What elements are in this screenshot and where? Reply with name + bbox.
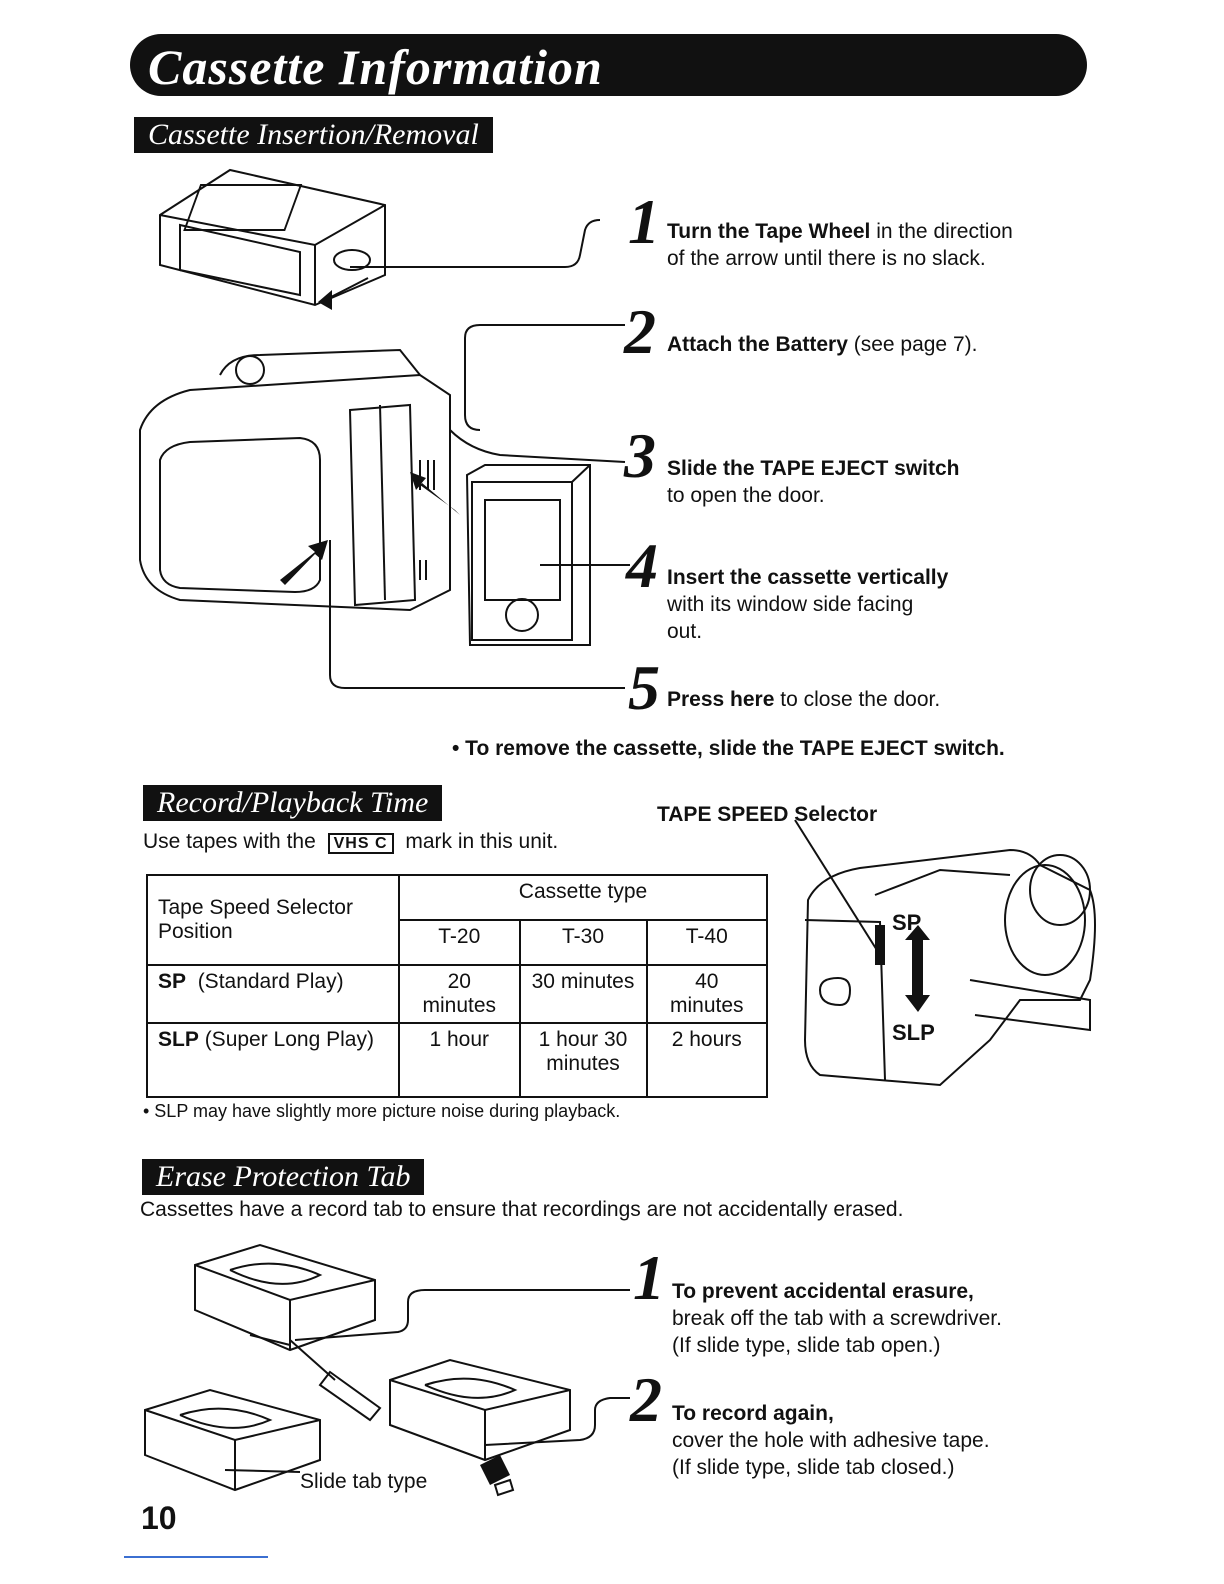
- erase-step-2-line3: (If slide type, slide tab closed.): [672, 1456, 955, 1479]
- col-header-cassette-type: Cassette type: [398, 874, 768, 921]
- slide-tab-type-label: Slide tab type: [300, 1470, 428, 1493]
- erase-step-1-bold: To prevent accidental erasure,: [672, 1280, 974, 1303]
- bottom-rule: [124, 1556, 268, 1558]
- slp-desc: (Super Long Play): [204, 1028, 374, 1051]
- use-tapes-line: Use tapes with the VHS C mark in this un…: [143, 830, 558, 854]
- step-2-bold: Attach the Battery: [667, 333, 848, 356]
- step-1-bold: Turn the Tape Wheel: [667, 220, 871, 243]
- step-5-rest: to close the door.: [774, 688, 941, 711]
- step-1-line2: of the arrow until there is no slack.: [667, 247, 986, 270]
- table-row-sp: SP (Standard Play) 20 minutes 30 minutes…: [146, 964, 768, 1024]
- page-title: Cassette Information: [148, 39, 603, 95]
- step-4-bold: Insert the cassette vertically: [667, 566, 949, 589]
- page-number: 10: [141, 1500, 177, 1536]
- sp-desc: (Standard Play): [197, 970, 344, 993]
- step-4-text: Insert the cassette vertically with its …: [667, 564, 948, 645]
- step-3-bold: Slide the TAPE EJECT switch: [667, 457, 960, 480]
- table-row-slp: SLP (Super Long Play) 1 hour 1 hour 30 m…: [146, 1022, 768, 1098]
- type-t40: T-40: [645, 919, 768, 966]
- erase-step-1-number: 1: [633, 1242, 665, 1313]
- vertical-cassette-illustration: [465, 464, 591, 646]
- erase-step-1-line3: (If slide type, slide tab open.): [672, 1334, 941, 1357]
- record-heading: Record/Playback Time: [143, 785, 443, 821]
- slp-t30: 1 hour 30 minutes: [518, 1022, 648, 1098]
- tape-speed-selector-illustration: [794, 819, 1096, 1087]
- slp-code: SLP: [158, 1028, 199, 1051]
- use-tapes-pre: Use tapes with the: [143, 830, 316, 853]
- step-2-number: 2: [624, 296, 656, 367]
- type-t30: T-30: [518, 919, 648, 966]
- tape-speed-selector-label: TAPE SPEED Selector: [657, 803, 878, 826]
- erase-step-2-bold: To record again,: [672, 1402, 834, 1425]
- step-1-text: Turn the Tape Wheel in the direction of …: [667, 218, 1013, 272]
- step-5-bold: Press here: [667, 688, 775, 711]
- cassette-break-tab-illustration: [194, 1243, 376, 1352]
- sp-position-label: SP: [892, 910, 922, 935]
- remove-cassette-note: • To remove the cassette, slide the TAPE…: [452, 737, 1005, 760]
- col-header-position: Tape Speed Selector Position: [146, 874, 400, 966]
- cassette-taped-hole-illustration: [389, 1358, 571, 1497]
- step-3-line2: to open the door.: [667, 484, 825, 507]
- screwdriver-icon: [289, 1339, 382, 1422]
- camcorder-body-illustration: [139, 348, 460, 612]
- step-1-number: 1: [628, 186, 660, 257]
- step-2-text: Attach the Battery (see page 7).: [667, 331, 977, 358]
- erase-tab-illustration: [144, 1243, 630, 1497]
- slp-noise-note: • SLP may have slightly more picture noi…: [143, 1101, 621, 1121]
- step-1-rest: in the direction: [870, 220, 1013, 243]
- slp-position-label: SLP: [892, 1020, 935, 1045]
- cassette-slide-tab-illustration: [144, 1388, 321, 1492]
- erase-heading: Erase Protection Tab: [142, 1159, 425, 1195]
- sp-t40: 40 minutes: [645, 964, 768, 1024]
- vhsc-mark: VHS C: [327, 833, 394, 854]
- use-tapes-post: mark in this unit.: [405, 830, 559, 853]
- step-5-text: Press here to close the door.: [667, 686, 940, 713]
- sp-t30: 30 minutes: [518, 964, 648, 1024]
- erase-intro: Cassettes have a record tab to ensure th…: [140, 1198, 904, 1221]
- erase-step-1-line2: break off the tab with a screwdriver.: [672, 1307, 1002, 1330]
- sp-t20: 20 minutes: [398, 964, 521, 1024]
- slp-t40: 2 hours: [645, 1022, 768, 1098]
- erase-step-2-number: 2: [630, 1364, 662, 1435]
- page-title-bar: [130, 34, 1087, 96]
- step-3-number: 3: [624, 420, 656, 491]
- step-2-rest: (see page 7).: [847, 333, 978, 356]
- step-4-line3: out.: [667, 620, 703, 643]
- erase-step-1-text: To prevent accidental erasure, break off…: [672, 1278, 1002, 1359]
- slp-t20: 1 hour: [398, 1022, 521, 1098]
- cassette-tape-wheel-illustration: [159, 168, 386, 310]
- recording-time-table: Tape Speed Selector Position Cassette ty…: [146, 874, 768, 1098]
- step-5-number: 5: [628, 652, 660, 723]
- camcorder-insertion-illustration: [139, 168, 630, 689]
- erase-step-2-text: To record again, cover the hole with adh…: [672, 1400, 990, 1481]
- step-3-text: Slide the TAPE EJECT switch to open the …: [667, 455, 960, 509]
- step-4-number: 4: [626, 530, 658, 601]
- type-t20: T-20: [398, 919, 521, 966]
- erase-step-2-line2: cover the hole with adhesive tape.: [672, 1429, 990, 1452]
- insertion-heading: Cassette Insertion/Removal: [134, 117, 493, 153]
- step-4-line2: with its window side facing: [667, 593, 914, 616]
- sp-code: SP: [158, 970, 187, 993]
